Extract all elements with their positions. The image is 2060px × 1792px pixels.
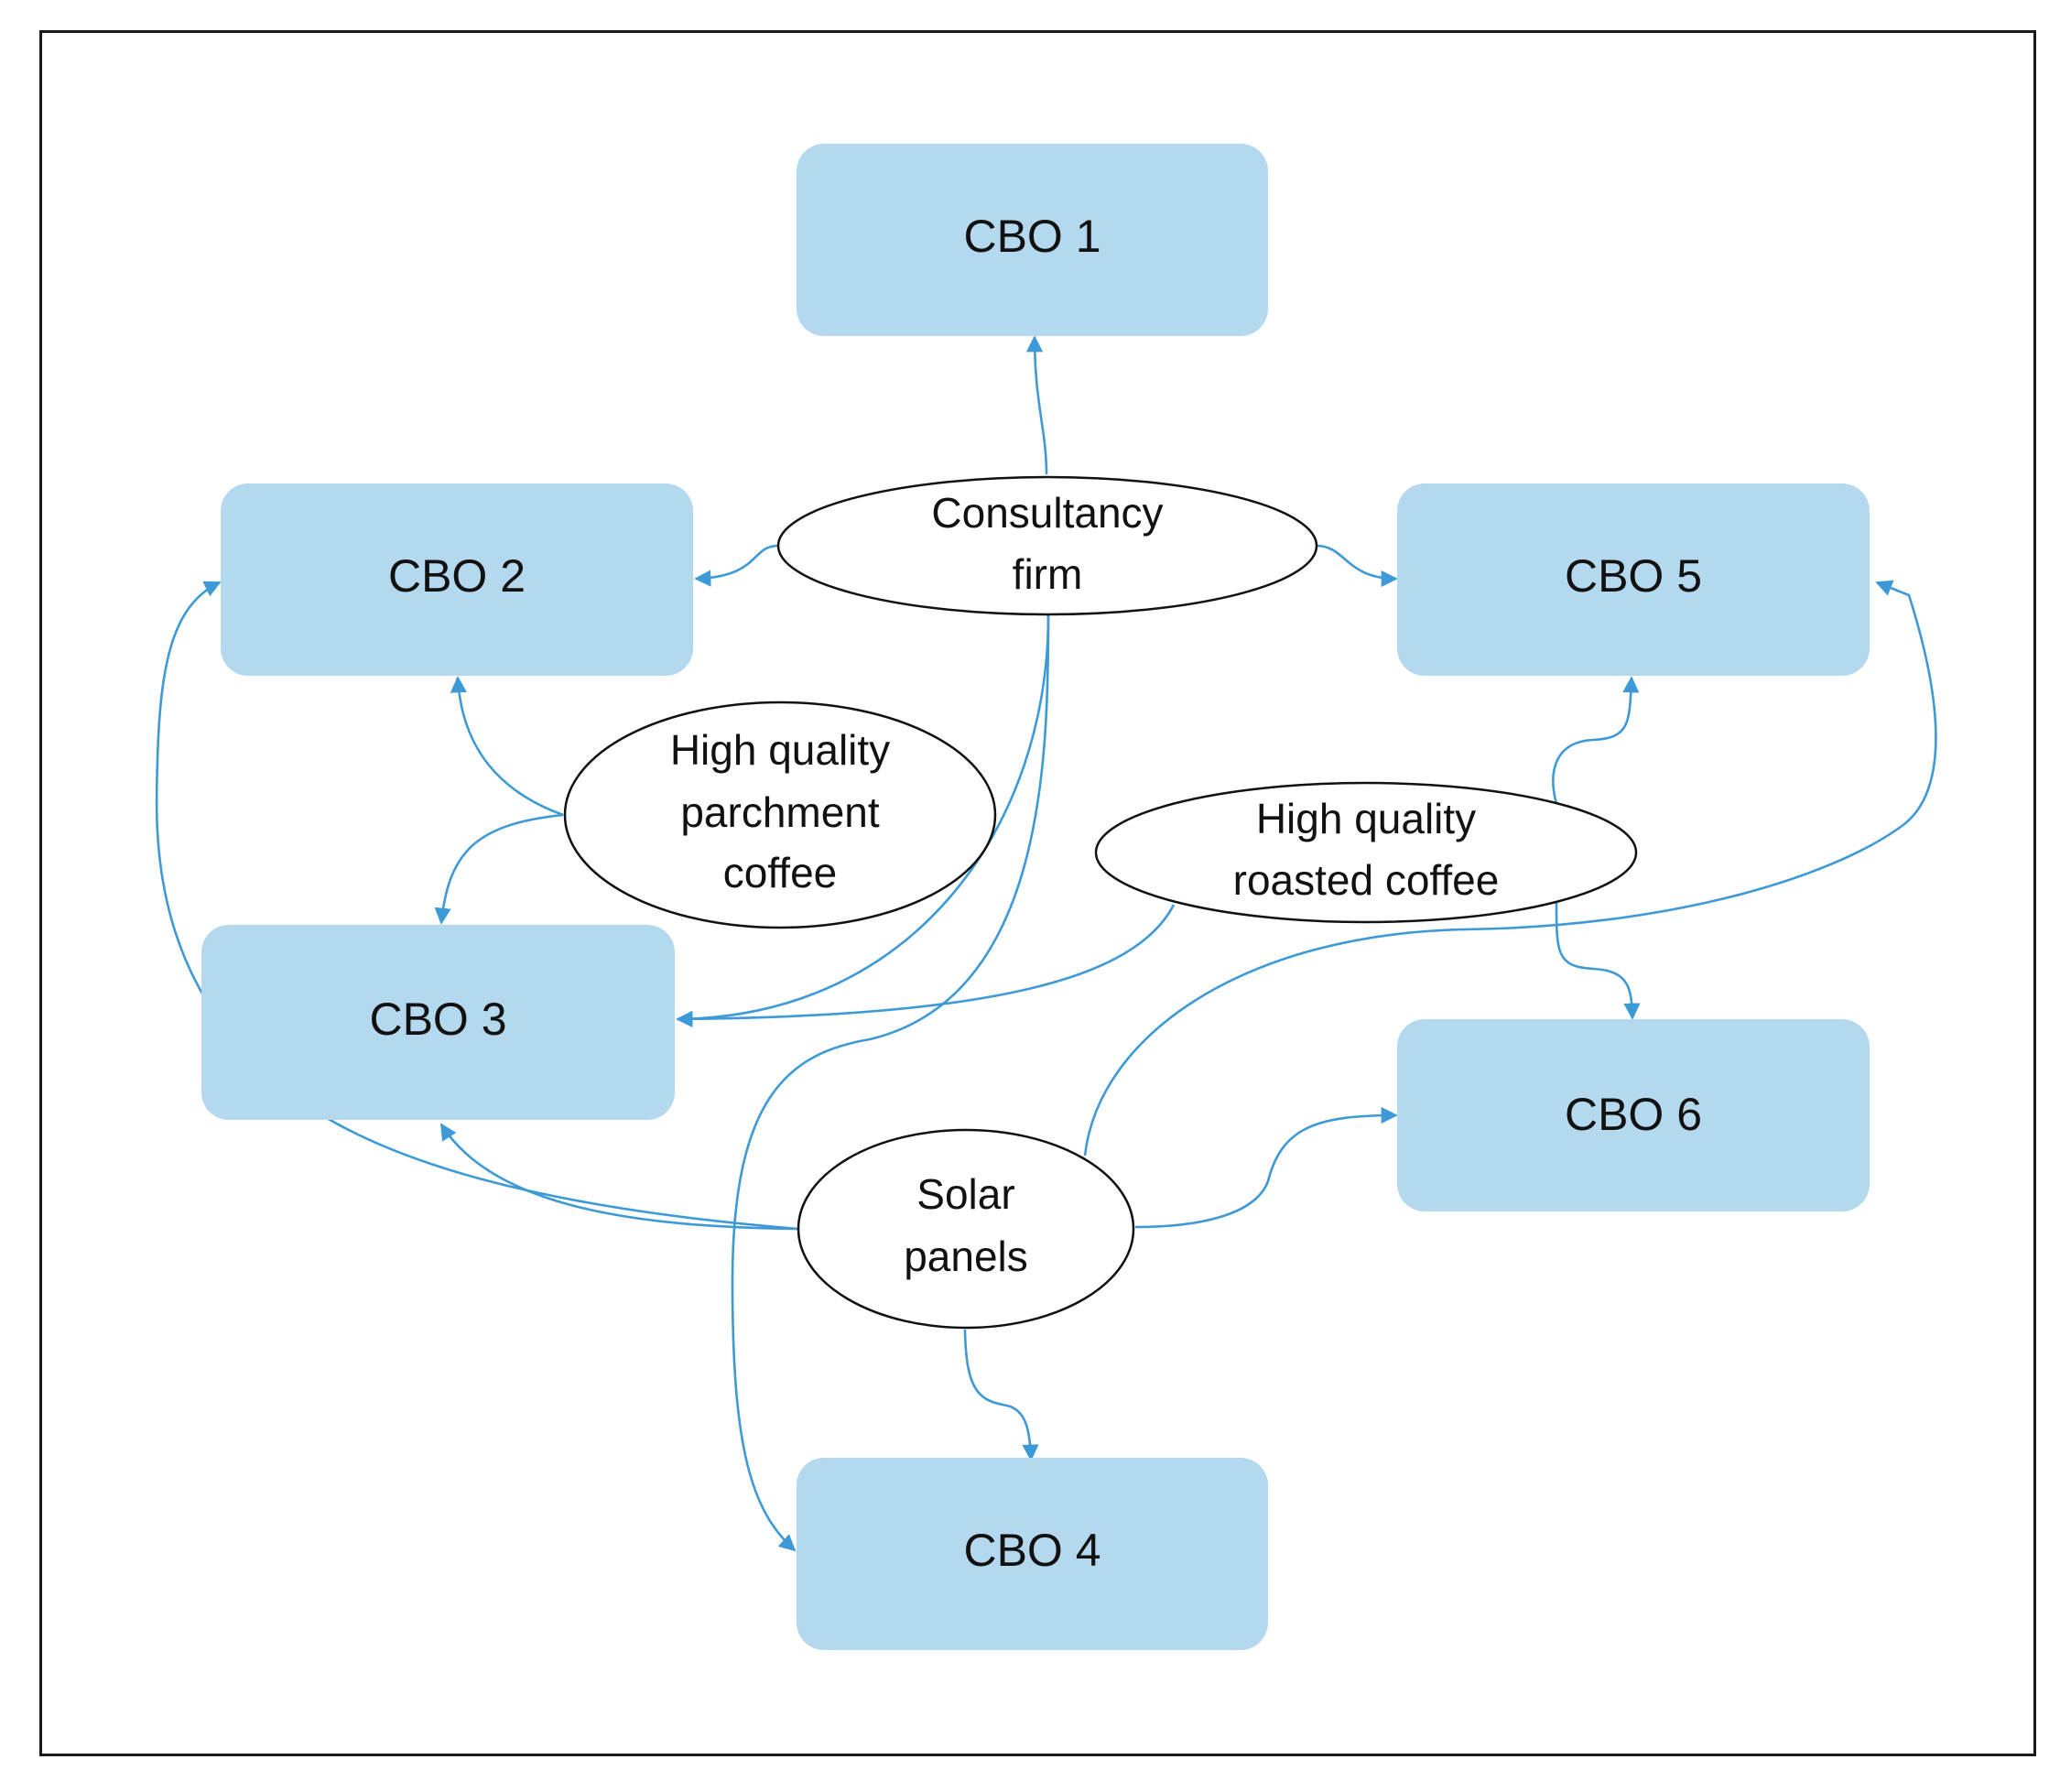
- resource-consultancy-line-1: Consultancy: [931, 489, 1163, 537]
- resource-parchment-line-2: parchment: [680, 788, 880, 836]
- flow-roasted-to-cbo6: [1555, 901, 1641, 1020]
- resource-solar-line-2: panels: [904, 1233, 1028, 1280]
- node-cbo3: CBO 3: [201, 925, 675, 1120]
- resource-consultancy-firm: Consultancy firm: [776, 475, 1318, 616]
- flow-consultancy-to-cbo5: [1316, 544, 1398, 588]
- flow-arrows: [155, 335, 1937, 1552]
- resource-roasted-line-1: High quality: [1256, 795, 1476, 842]
- resource-solar-line-1: Solar: [916, 1170, 1014, 1218]
- flow-consultancy-to-cbo1: [1025, 335, 1048, 475]
- node-cbo6-label: CBO 6: [1565, 1089, 1702, 1140]
- node-cbo2-label: CBO 2: [388, 550, 526, 602]
- resource-parchment-line-1: High quality: [670, 726, 890, 774]
- node-cbo5: CBO 5: [1397, 483, 1870, 676]
- flow-consultancy-to-cbo4: [731, 614, 1050, 1552]
- resource-roasted-line-2: roasted coffee: [1233, 856, 1500, 904]
- flow-solar-to-cbo6: [1134, 1106, 1398, 1229]
- flow-solar-to-cbo3: [439, 1123, 799, 1231]
- flow-roasted-to-cbo3: [676, 904, 1176, 1027]
- node-cbo3-label: CBO 3: [369, 994, 506, 1045]
- flow-consultancy-to-cbo2: [694, 544, 779, 587]
- node-cbo1: CBO 1: [797, 144, 1268, 336]
- node-cbo1-label: CBO 1: [963, 211, 1100, 262]
- node-cbo5-label: CBO 5: [1565, 550, 1702, 602]
- resource-roasted-coffee: High quality roasted coffee: [1094, 781, 1638, 924]
- flow-consultancy-to-cbo3: [676, 614, 1050, 1027]
- flow-roasted-to-cbo5: [1552, 676, 1640, 805]
- resource-parchment-coffee: High quality parchment coffee: [563, 701, 997, 929]
- flow-parchment-to-cbo3: [434, 813, 564, 925]
- flow-parchment-to-cbo2: [450, 676, 564, 817]
- node-cbo2: CBO 2: [221, 483, 693, 676]
- resource-consultancy-line-2: firm: [1013, 550, 1083, 598]
- flow-solar-to-cbo4: [963, 1329, 1039, 1461]
- flow-solar-to-cbo5: [1083, 580, 1937, 1157]
- organization-nodes: CBO 1 CBO 2 CBO 3 CBO 4 CBO 5 CBO 6: [201, 144, 1870, 1650]
- node-cbo6: CBO 6: [1397, 1019, 1870, 1211]
- resource-parchment-line-3: coffee: [723, 849, 837, 896]
- node-cbo4: CBO 4: [797, 1458, 1268, 1650]
- node-cbo4-label: CBO 4: [963, 1525, 1100, 1576]
- resource-solar-panels: Solar panels: [797, 1128, 1135, 1330]
- diagram-frame: [39, 30, 2036, 1756]
- resource-nodes: Consultancy firm High quality parchment …: [563, 475, 1638, 1330]
